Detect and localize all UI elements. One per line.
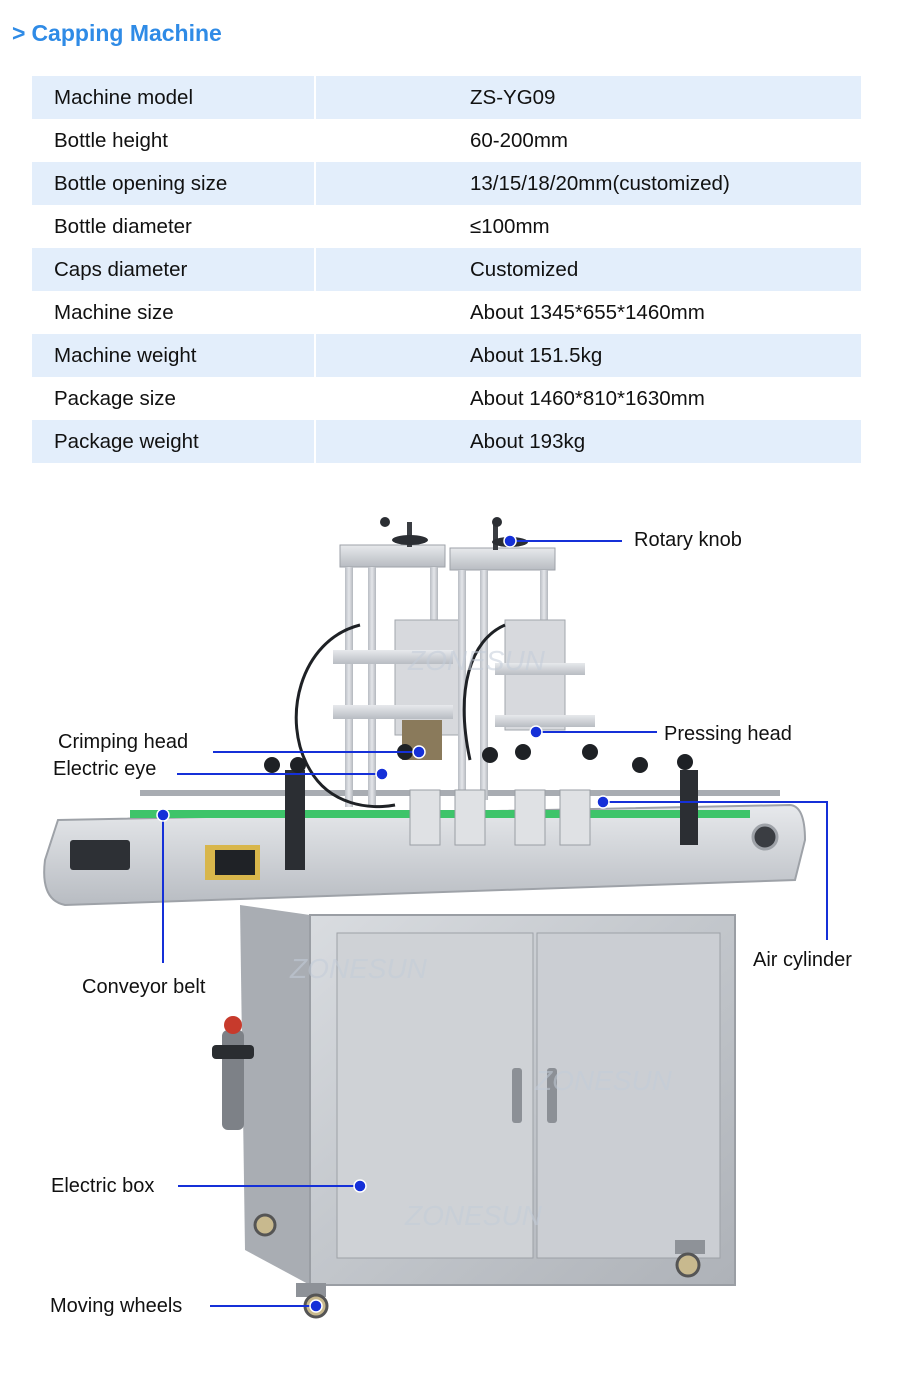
spec-key: Bottle diameter bbox=[54, 214, 192, 238]
watermark: ZONESUN bbox=[289, 953, 428, 984]
page-title-text: Capping Machine bbox=[31, 20, 222, 46]
capping-towers bbox=[294, 517, 595, 809]
cell-divider bbox=[314, 205, 316, 248]
label-electric-box: Electric box bbox=[51, 1175, 155, 1197]
cell-divider bbox=[314, 420, 316, 463]
table-row: Package weight About 193kg bbox=[32, 420, 861, 463]
table-row: Machine size About 1345*655*1460mm bbox=[32, 291, 861, 334]
label-conveyor-belt: Conveyor belt bbox=[82, 976, 206, 998]
machine-illustration: ZONESUN ZONESUN ZONESUN ZONESUN bbox=[43, 517, 828, 1319]
watermark: ZONESUN bbox=[534, 1065, 673, 1096]
callout-dots bbox=[156, 534, 610, 1313]
table-row: Machine model ZS-YG09 bbox=[32, 76, 861, 119]
spec-key: Machine model bbox=[32, 76, 314, 119]
page-title: >Capping Machine bbox=[12, 20, 222, 47]
chevron-right-icon: > bbox=[12, 20, 26, 46]
table-row: Bottle diameter ≤100mm bbox=[32, 205, 861, 248]
spec-key: Package weight bbox=[32, 420, 314, 463]
spec-key: Machine weight bbox=[32, 334, 314, 377]
table-row: Machine weight About 151.5kg bbox=[32, 334, 861, 377]
cell-divider bbox=[314, 377, 316, 420]
table-row: Bottle height 60-200mm bbox=[32, 119, 861, 162]
label-pressing-head: Pressing head bbox=[664, 723, 792, 745]
spec-key: Bottle opening size bbox=[32, 162, 314, 205]
cell-divider bbox=[314, 119, 316, 162]
callout-leaders bbox=[162, 540, 828, 1307]
electric-box-cabinet bbox=[212, 905, 736, 1319]
spec-key: Caps diameter bbox=[32, 248, 314, 291]
cell-divider bbox=[314, 248, 316, 291]
table-row: Bottle opening size 13/15/18/20mm(custom… bbox=[32, 162, 861, 205]
spec-value: About 1345*655*1460mm bbox=[470, 300, 705, 324]
spec-key: Package size bbox=[54, 386, 176, 410]
spec-value: About 1460*810*1630mm bbox=[470, 386, 705, 410]
table-row: Package size About 1460*810*1630mm bbox=[32, 377, 861, 420]
spec-value: Customized bbox=[316, 248, 861, 291]
label-crimping-head: Crimping head bbox=[58, 731, 189, 753]
cell-divider bbox=[314, 334, 316, 377]
spec-table: Machine model ZS-YG09 Bottle height 60-2… bbox=[32, 76, 861, 463]
label-moving-wheels: Moving wheels bbox=[50, 1295, 183, 1317]
label-electric-eye: Electric eye bbox=[53, 758, 157, 780]
cell-divider bbox=[314, 76, 316, 119]
spec-value: About 193kg bbox=[316, 420, 861, 463]
cell-divider bbox=[314, 162, 316, 205]
spec-value: 60-200mm bbox=[470, 128, 568, 152]
cell-divider bbox=[314, 291, 316, 334]
spec-value: ZS-YG09 bbox=[316, 76, 861, 119]
spec-value: 13/15/18/20mm(customized) bbox=[316, 162, 861, 205]
watermark: ZONESUN bbox=[407, 645, 546, 676]
table-row: Caps diameter Customized bbox=[32, 248, 861, 291]
spec-key: Bottle height bbox=[54, 128, 168, 152]
spec-value: About 151.5kg bbox=[316, 334, 861, 377]
label-air-cylinder: Air cylinder bbox=[753, 949, 852, 971]
side-guides bbox=[264, 744, 698, 870]
spec-key: Machine size bbox=[54, 300, 174, 324]
spec-value: ≤100mm bbox=[470, 214, 550, 238]
watermark: ZONESUN bbox=[404, 1200, 543, 1231]
label-rotary-knob: Rotary knob bbox=[634, 529, 742, 551]
